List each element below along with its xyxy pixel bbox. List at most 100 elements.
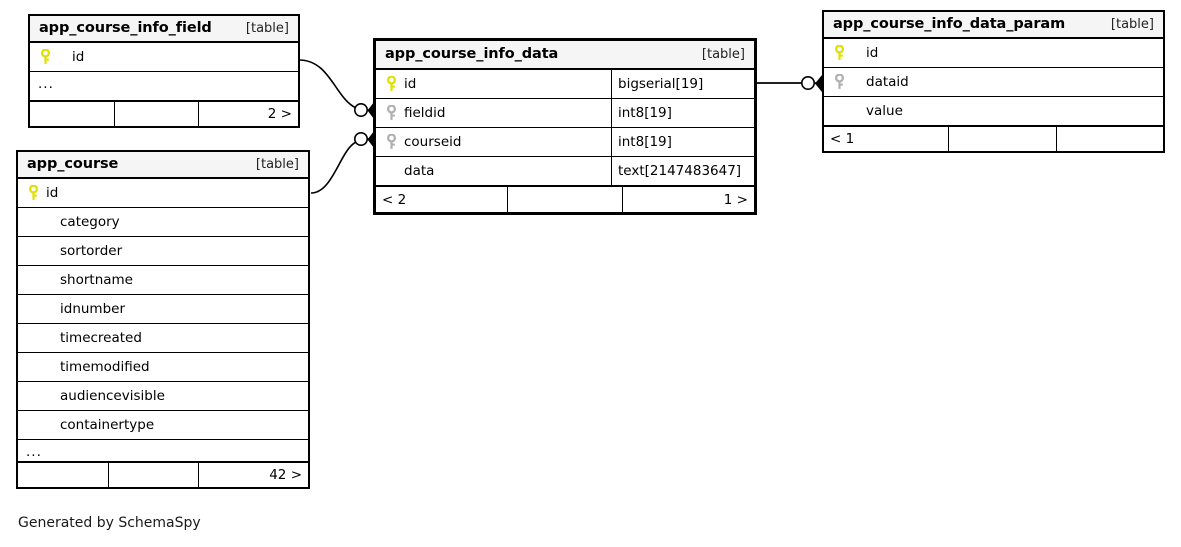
table-row[interactable]: fieldid int8[19] xyxy=(376,99,754,128)
column-name: category xyxy=(60,214,120,230)
column-cell: value xyxy=(824,97,1163,125)
table-header: app_course_info_data [table] xyxy=(376,41,754,70)
table-app-course-info-data[interactable]: app_course_info_data [table] id bigseria… xyxy=(373,38,757,215)
foreign-key-icon xyxy=(832,74,846,90)
footer-middle xyxy=(948,127,1056,151)
table-row-ellipsis: ... xyxy=(30,72,298,101)
primary-key-icon xyxy=(26,185,40,201)
column-cell: timecreated xyxy=(18,324,308,352)
footer-left: < 1 xyxy=(830,131,855,147)
column-cell: id xyxy=(824,39,1163,67)
table-title: app_course_info_field xyxy=(39,20,212,36)
column-cell: id xyxy=(376,70,611,98)
ellipsis-cell: ... xyxy=(38,76,54,92)
no-key-icon xyxy=(26,359,40,375)
table-footer: 2 > xyxy=(30,101,298,126)
table-header: app_course [table] xyxy=(18,152,308,179)
primary-key-icon xyxy=(38,49,52,65)
table-row[interactable]: idnumber xyxy=(18,295,308,324)
footer-left: < 2 xyxy=(382,191,407,208)
column-name: timemodified xyxy=(60,359,150,375)
column-name: audiencevisible xyxy=(60,388,165,404)
table-row[interactable]: id xyxy=(18,179,308,208)
no-key-icon xyxy=(26,214,40,230)
column-name: containertype xyxy=(60,417,155,433)
no-key-icon xyxy=(384,163,398,179)
table-row[interactable]: data text[2147483647] xyxy=(376,157,754,186)
table-row-ellipsis: ... xyxy=(18,440,308,462)
column-cell: data xyxy=(376,157,611,185)
table-title: app_course_info_data xyxy=(385,46,559,62)
column-cell: fieldid xyxy=(376,99,611,127)
no-key-icon xyxy=(26,330,40,346)
footer-right xyxy=(1056,127,1163,151)
table-app-course[interactable]: app_course [table] id categ xyxy=(16,150,310,489)
column-cell: timemodified xyxy=(18,353,308,381)
table-header: app_course_info_field [table] xyxy=(30,16,298,43)
primary-key-icon xyxy=(384,76,398,92)
column-type: int8[19] xyxy=(611,128,754,156)
table-row[interactable]: value xyxy=(824,97,1163,126)
column-name: id xyxy=(46,185,59,201)
table-row[interactable]: id bigserial[19] xyxy=(376,70,754,99)
column-name: id xyxy=(866,45,879,61)
column-cell: containertype xyxy=(18,411,308,439)
relationship-data-to-param xyxy=(757,75,822,92)
column-name: dataid xyxy=(866,74,909,90)
column-cell: audiencevisible xyxy=(18,382,308,410)
column-name: shortname xyxy=(60,272,133,288)
zero-marker-icon xyxy=(353,103,368,118)
table-row[interactable]: sortorder xyxy=(18,237,308,266)
table-row[interactable]: id xyxy=(30,43,298,72)
no-key-icon xyxy=(832,103,846,119)
no-key-icon xyxy=(26,417,40,433)
table-row[interactable]: timemodified xyxy=(18,353,308,382)
column-cell: courseid xyxy=(376,128,611,156)
no-key-icon xyxy=(26,301,40,317)
zero-marker-icon xyxy=(800,76,815,91)
footer-right: 1 > xyxy=(622,187,754,212)
table-row[interactable]: shortname xyxy=(18,266,308,295)
column-cell: id xyxy=(18,179,308,207)
table-row[interactable]: timecreated xyxy=(18,324,308,353)
column-name: fieldid xyxy=(404,105,446,121)
foreign-key-icon xyxy=(384,105,398,121)
column-name: id xyxy=(72,49,85,65)
column-name: sortorder xyxy=(60,243,123,259)
footer-middle xyxy=(114,102,198,126)
column-name: courseid xyxy=(404,134,462,150)
column-type: int8[19] xyxy=(611,99,754,127)
table-row[interactable]: audiencevisible xyxy=(18,382,308,411)
table-row[interactable]: id xyxy=(824,39,1163,68)
table-row[interactable]: courseid int8[19] xyxy=(376,128,754,157)
table-footer: < 2 1 > xyxy=(376,186,754,212)
column-name: id xyxy=(404,76,417,92)
column-name: idnumber xyxy=(60,301,126,317)
relationship-course-to-data xyxy=(310,131,374,194)
table-row[interactable]: category xyxy=(18,208,308,237)
column-cell: sortorder xyxy=(18,237,308,265)
table-title: app_course_info_data_param xyxy=(833,16,1066,32)
table-footer: < 1 xyxy=(824,126,1163,151)
table-app-course-info-data-param[interactable]: app_course_info_data_param [table] id xyxy=(822,10,1165,153)
footer-middle xyxy=(108,463,198,487)
no-key-icon xyxy=(26,272,40,288)
column-cell: idnumber xyxy=(18,295,308,323)
footer-left xyxy=(18,463,108,487)
ellipsis-cell: ... xyxy=(26,444,42,460)
footer-right: 42 > xyxy=(198,463,308,487)
column-cell: shortname xyxy=(18,266,308,294)
footer-right: 2 > xyxy=(198,102,298,126)
table-footer: 42 > xyxy=(18,462,308,487)
column-cell: category xyxy=(18,208,308,236)
table-app-course-info-field[interactable]: app_course_info_field [table] id ... xyxy=(28,14,300,128)
column-name: data xyxy=(404,163,435,179)
table-type-tag: [table] xyxy=(245,20,289,36)
column-type: text[2147483647] xyxy=(611,157,754,185)
generated-by-credit: Generated by SchemaSpy xyxy=(18,515,201,531)
table-row[interactable]: dataid xyxy=(824,68,1163,97)
table-header: app_course_info_data_param [table] xyxy=(824,12,1163,39)
table-row[interactable]: containertype xyxy=(18,411,308,440)
table-type-tag: [table] xyxy=(255,156,299,172)
